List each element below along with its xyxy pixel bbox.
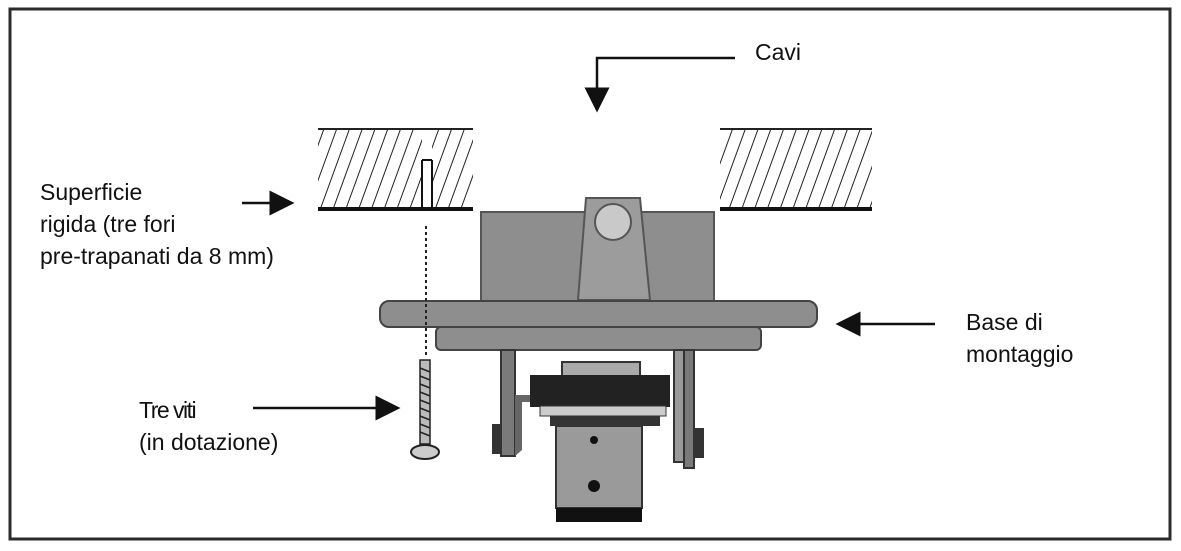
ceiling-right [720,128,872,211]
label-mount-base-line2: montaggio [966,341,1074,367]
diagram-frame [8,7,1172,541]
label-mount-base-line1: Base di [966,309,1043,335]
label-cables: Cavi [755,39,802,65]
label-surface-line1: Superficie [40,179,143,205]
label-surface-line3: pre-trapanati da 8 mm) [40,243,274,269]
cables-arrow [584,56,735,113]
camera-module [530,361,670,522]
support-posts [492,349,704,469]
camera-housing-top [480,197,715,305]
drill-guide-and-screw [410,226,440,460]
cable-entry-hole [594,203,632,241]
mount-base-plate [379,300,818,328]
ceiling-left [318,128,473,211]
label-surface: Superficie rigida (tre fori pre-trapanat… [40,176,274,272]
label-screws-line2: (in dotazione) [139,429,279,455]
arrows [242,56,935,421]
label-surface-line2: rigida (tre fori [40,211,176,237]
label-screws-line1: Tre viti [139,397,197,423]
label-screws: Tre viti (in dotazione) [139,394,278,458]
label-mount-base: Base di montaggio [966,306,1073,370]
mount-base-lower-plate [435,326,762,351]
